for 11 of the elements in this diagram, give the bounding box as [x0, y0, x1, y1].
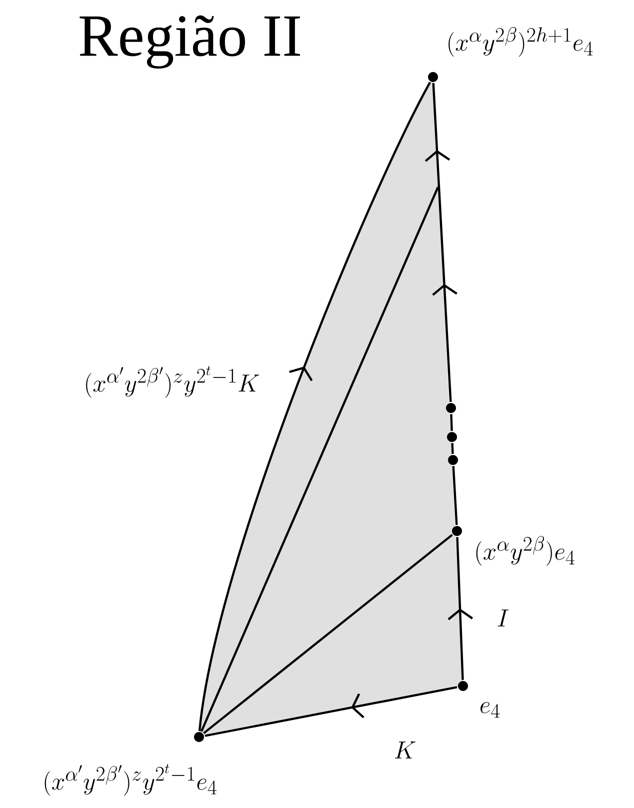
- vertex-dot: [446, 403, 456, 413]
- vertex-dot: [447, 432, 457, 442]
- edge-label: $K$: [394, 742, 416, 758]
- edge-label: $(x^{\alpha'}y^{2\beta'})^{z}y^{2^{t}-1}K$: [86, 366, 260, 398]
- vertex-label: $(x^{\alpha}y^{2\beta})e_4$: [476, 536, 574, 566]
- vertex-dot: [448, 455, 458, 465]
- vertex-label: $e_4$: [480, 702, 500, 718]
- vertex-label: $(x^{\alpha'}y^{2\beta'})^{z}y^{2^{t}-1}e_4$: [44, 764, 216, 796]
- title: Região II: [80, 15, 300, 69]
- edge-label: $I$: [498, 610, 509, 626]
- vertex-label: $(x^{\alpha}y^{2\beta})^{2h+1}e_4$: [448, 27, 593, 57]
